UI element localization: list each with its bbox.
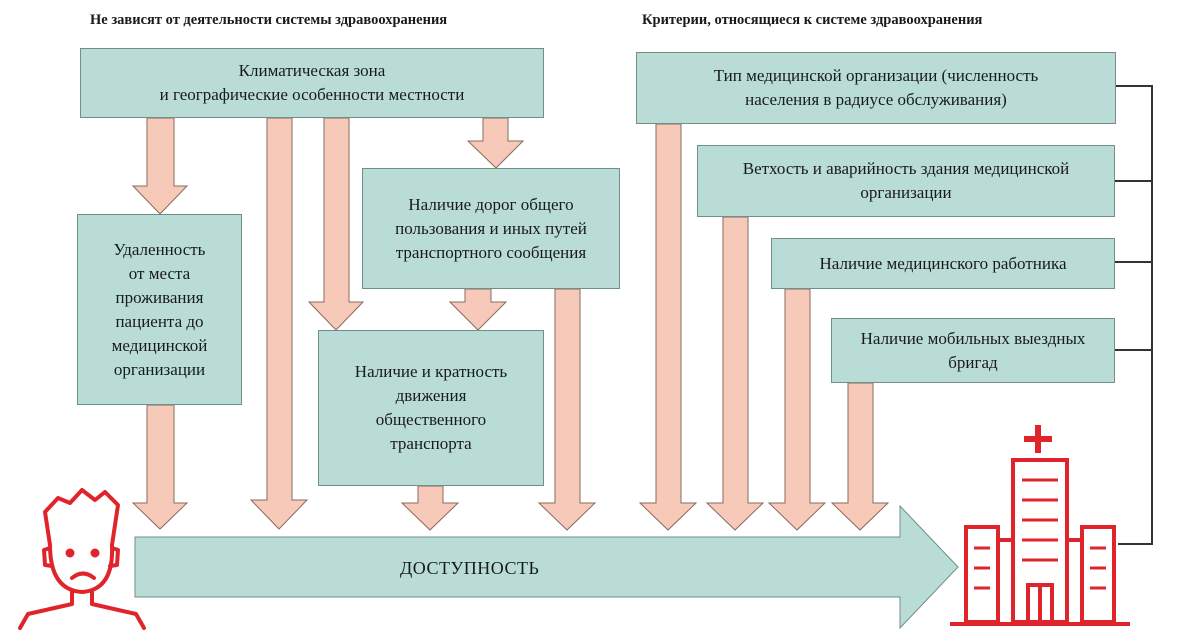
arrow-climate-to-roads (466, 117, 525, 169)
arrow-distance-to-main (131, 404, 189, 530)
box-worker: Наличие медицинского работника (771, 238, 1115, 289)
arrow-climate-to-main (249, 117, 309, 530)
box-building: Ветхость и аварийность здания медицинско… (697, 145, 1115, 217)
box-roads: Наличие дорог общего пользования и иных … (362, 168, 620, 289)
heading-healthcare: Критерии, относящиеся к системе здравоох… (642, 12, 983, 28)
box-transport: Наличие и кратность движения общественно… (318, 330, 544, 486)
accessibility-label: ДОСТУПНОСТЬ (400, 558, 540, 578)
arrow-transport-to-main (400, 485, 460, 531)
patient-icon (18, 488, 146, 630)
heading-non-healthcare: Не зависят от деятельности системы здрав… (90, 12, 448, 28)
arrow-brigades-to-main (830, 382, 890, 531)
box-org-type: Тип медицинской организации (численность… (636, 52, 1116, 124)
arrow-roads-to-main (537, 288, 597, 531)
main-arrow (134, 504, 959, 630)
hospital-icon (950, 425, 1130, 626)
box-climate: Климатическая зона и географические особ… (80, 48, 544, 118)
connector-main-line (1115, 85, 1153, 545)
box-brigades: Наличие мобильных выездных бригад (831, 318, 1115, 383)
arrow-worker-to-main (767, 288, 827, 531)
arrow-climate-to-transport (307, 117, 365, 331)
arrow-building-to-main (705, 216, 765, 531)
arrow-climate-to-distance (131, 117, 189, 215)
influence-arrows (131, 117, 890, 531)
connector-lines (1115, 85, 1153, 545)
arrow-roads-to-transport (448, 288, 508, 331)
arrow-org-type-to-main (638, 123, 698, 531)
box-distance: Удаленность от места проживания пациента… (77, 214, 242, 405)
